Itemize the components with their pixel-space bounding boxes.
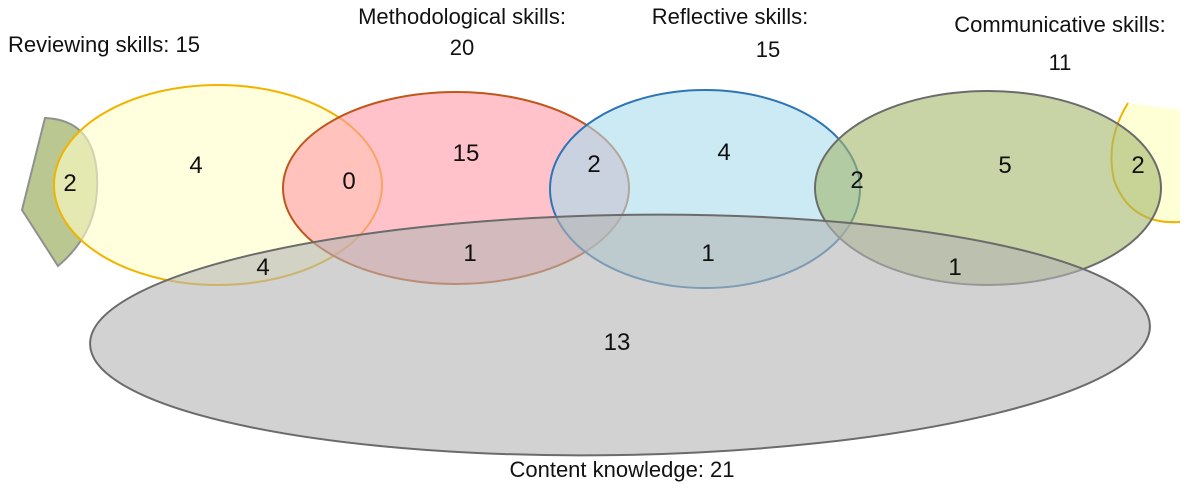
region-count: 1 <box>463 240 476 267</box>
region-count: 2 <box>1131 152 1144 179</box>
region-count: 1 <box>701 240 714 267</box>
region-count: 13 <box>604 329 631 356</box>
region-count: 2 <box>587 151 600 178</box>
region-count: 2 <box>850 167 863 194</box>
region-count: 4 <box>189 152 202 179</box>
region-count: 4 <box>256 254 269 281</box>
communicative-skills-count: 11 <box>1049 50 1072 75</box>
content-knowledge-ellipse <box>89 213 1151 457</box>
reflective-skills-label: Reflective skills: <box>652 4 808 29</box>
methodological-skills-label: Methodological skills: <box>358 4 566 29</box>
reflective-skills-count: 15 <box>756 37 780 62</box>
content-knowledge-label: Content knowledge: 21 <box>509 457 734 482</box>
region-count: 2 <box>63 170 76 197</box>
region-count: 5 <box>998 152 1011 179</box>
region-count: 0 <box>342 168 355 195</box>
region-count: 1 <box>948 254 961 281</box>
region-count: 15 <box>453 140 480 167</box>
methodological-skills-count: 20 <box>450 35 474 60</box>
communicative-skills-label: Communicative skills: <box>954 12 1166 37</box>
reviewing-skills-label: Reviewing skills: 15 <box>8 32 200 57</box>
region-count: 4 <box>717 139 730 166</box>
